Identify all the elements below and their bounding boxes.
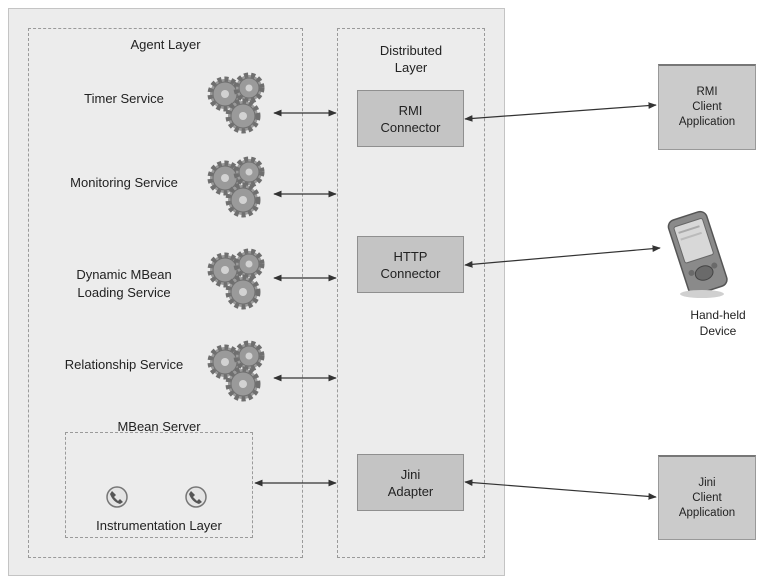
- resource-icon: [106, 486, 128, 508]
- rmi-connector-label: RMI Connector: [380, 102, 441, 135]
- gears-icon: [207, 72, 265, 134]
- distributed-layer-title: Distributed Layer: [379, 43, 443, 75]
- relationship-service-label: Relationship Service: [64, 357, 184, 372]
- resource-icon: [185, 486, 207, 508]
- http-connector-box: HTTP Connector: [357, 236, 464, 293]
- jini-adapter-box: Jini Adapter: [357, 454, 464, 511]
- rmi-connector-box: RMI Connector: [357, 90, 464, 147]
- jini-client-arrow: [464, 479, 657, 500]
- instrumentation-layer-label: Instrumentation Layer: [96, 518, 222, 533]
- hand-held-device-label: Hand-held Device: [690, 308, 746, 338]
- monitoring-service-label: Monitoring Service: [70, 175, 178, 190]
- http-connector-label: HTTP Connector: [380, 248, 441, 281]
- jini-client-application-box: Jini Client Application: [658, 455, 756, 540]
- hand-held-device-arrow: [464, 245, 661, 268]
- mbean-server-title: MBean Server: [117, 419, 201, 434]
- rmi-client-arrow: [464, 102, 657, 122]
- agent-layer-panel: [28, 28, 303, 558]
- agent-layer-title: Agent Layer: [130, 37, 201, 52]
- jini-client-application-label: Jini Client Application: [678, 476, 736, 519]
- timer-service-label: Timer Service: [84, 91, 164, 106]
- gears-icon: [207, 248, 265, 310]
- pda-icon: [667, 210, 728, 298]
- gears-icon: [207, 340, 265, 402]
- gears-icon: [207, 156, 265, 218]
- distributed-layer-panel: [337, 28, 485, 558]
- jini-adapter-label: Jini Adapter: [387, 466, 434, 499]
- rmi-client-application-label: RMI Client Application: [678, 86, 736, 128]
- dynamic-mbean-loading-service-label: Dynamic MBean Loading Service: [76, 267, 172, 300]
- mbean-server-panel: [65, 432, 253, 538]
- rmi-client-application-box: RMI Client Application: [658, 64, 756, 150]
